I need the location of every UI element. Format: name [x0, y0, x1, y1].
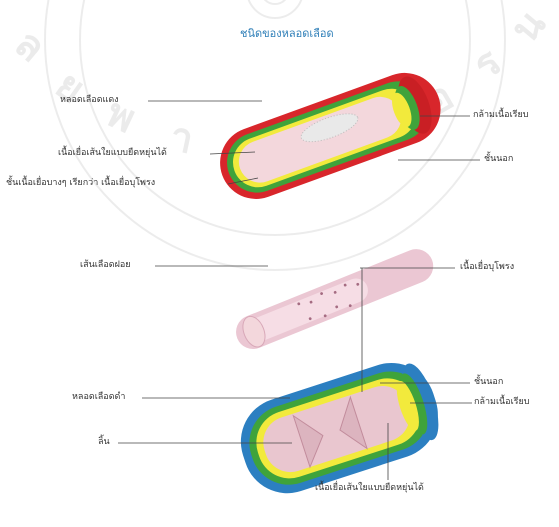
vein-vessel [229, 352, 449, 505]
label-valve: ลิ้น [98, 437, 110, 448]
artery-vessel [210, 63, 451, 209]
label-outer-layer-top: ชั้นนอก [484, 154, 513, 165]
label-capillary: เส้นเลือดฝอย [80, 260, 131, 271]
label-endothelium-mid: เนื้อเยื่อบุโพรง [460, 262, 514, 273]
diagram-title: ชนิดของหลอดเลือด [240, 24, 334, 42]
label-elastic-tissue-top: เนื้อเยื่อเส้นใยแบบยืดหยุ่นได้ [58, 148, 167, 159]
label-vein: หลอดเลือดดำ [72, 392, 125, 403]
label-smooth-muscle-bottom: กล้ามเนื้อเรียบ [474, 397, 529, 408]
label-smooth-muscle-top: กล้ามเนื้อเรียบ [473, 110, 528, 121]
capillary-vessel [231, 244, 438, 354]
svg-text:น: น [502, 1, 555, 52]
label-endothelium-top: ชั้นเนื้อเยื่อบางๆ เรียกว่า เนื้อเยื่อบุ… [6, 178, 155, 189]
label-artery: หลอดเลือดแดง [60, 95, 119, 106]
label-elastic-tissue-bottom: เนื้อเยื่อเส้นใยแบบยืดหยุ่นได้ [315, 483, 424, 494]
label-outer-layer-bottom: ชั้นนอก [474, 377, 503, 388]
svg-text:า: า [166, 114, 198, 164]
